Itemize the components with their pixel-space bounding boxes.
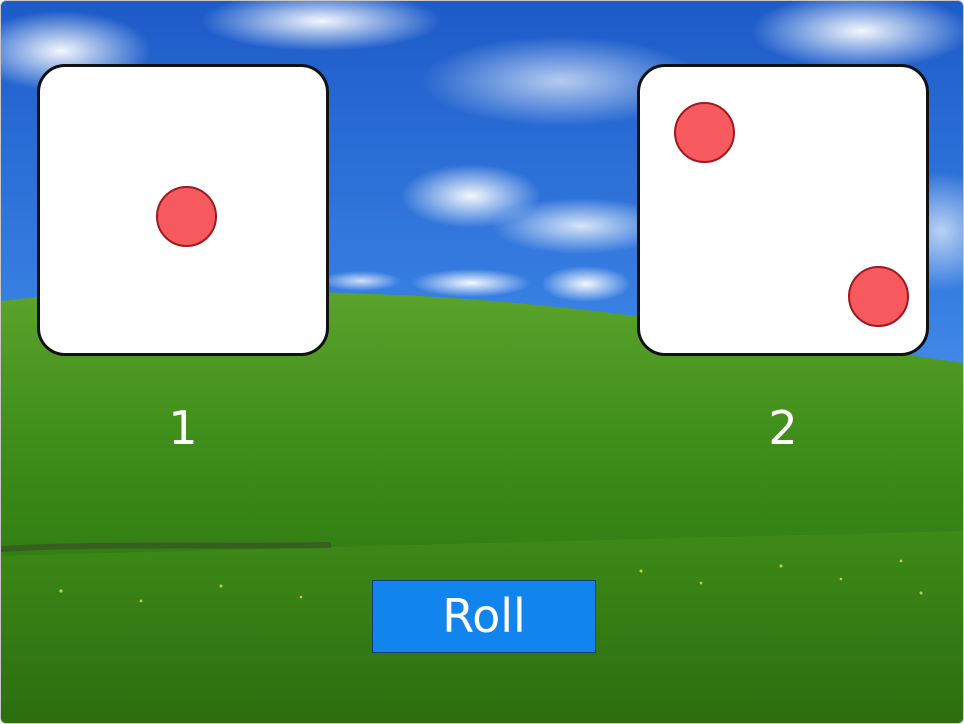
- roll-button[interactable]: Roll: [372, 580, 596, 653]
- die-left-value: 1: [168, 401, 198, 455]
- pip: [848, 266, 909, 327]
- die-right: [637, 64, 929, 356]
- die-right-value: 2: [768, 401, 798, 455]
- pip: [674, 102, 735, 163]
- die-left: [37, 64, 329, 356]
- pip: [156, 186, 217, 247]
